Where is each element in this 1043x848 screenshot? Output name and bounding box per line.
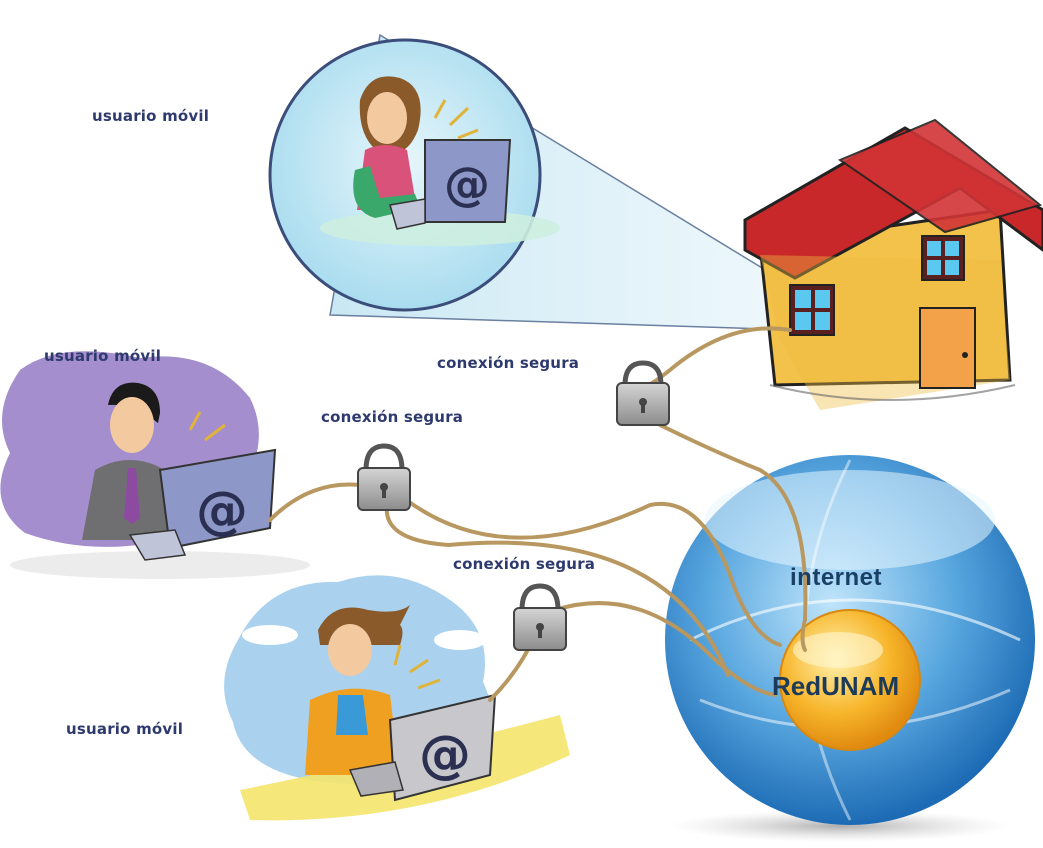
laptop-left: @ (128, 448, 277, 561)
label-user-top: usuario móvil (92, 107, 210, 125)
user-bottom-scene: @ (224, 575, 570, 821)
at-symbol-icon: @ (196, 481, 248, 541)
user-left-scene: @ (0, 351, 310, 579)
globe-core-label: RedUNAM (772, 671, 900, 701)
at-symbol-icon: @ (419, 725, 471, 785)
laptop-bottom: @ (348, 693, 497, 802)
at-symbol-icon: @ (444, 157, 490, 211)
padlock-icon (616, 360, 670, 426)
network-cables (268, 326, 808, 702)
label-conn-bottom: conexión segura (453, 555, 596, 573)
man-suit-figure (82, 382, 177, 540)
user-top-scene: @ (268, 38, 560, 312)
laptop-top: @ (389, 139, 512, 230)
label-conn-house: conexión segura (437, 354, 580, 372)
globe-title: internet (790, 564, 883, 591)
house-icon (743, 118, 1043, 410)
label-user-left: usuario móvil (44, 347, 162, 365)
padlock-icon (357, 443, 411, 511)
label-user-bottom: usuario móvil (66, 720, 184, 738)
padlock-icon (513, 583, 567, 651)
man-casual-figure (305, 605, 410, 775)
internet-globe (665, 455, 1035, 842)
label-conn-left: conexión segura (321, 408, 464, 426)
sparkle-lines (433, 99, 479, 140)
